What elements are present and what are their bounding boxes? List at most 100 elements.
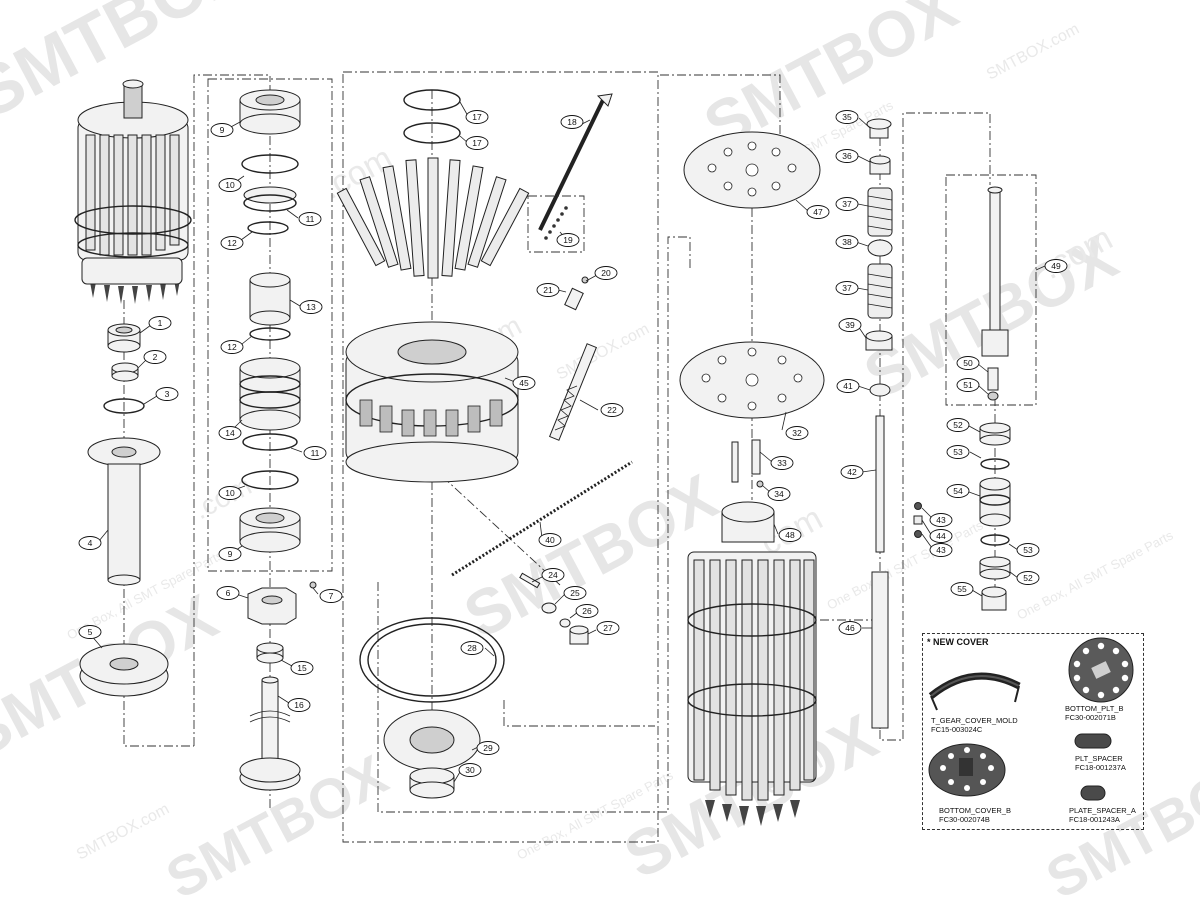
callout-22: 22 — [600, 403, 624, 417]
callout-number: 1 — [158, 318, 163, 328]
part-53-ring-bottom — [980, 534, 1010, 546]
callout-number: 9 — [228, 549, 233, 559]
callout-number: 11 — [306, 214, 315, 224]
callout-number: 37 — [842, 283, 852, 293]
part-4-housing — [87, 437, 161, 586]
callout-12: 12 — [220, 236, 244, 250]
callout-number: 37 — [842, 199, 852, 209]
callout-48: 48 — [778, 528, 802, 542]
callout-number: 11 — [311, 448, 320, 458]
callout-number: 15 — [297, 663, 307, 673]
callout-35: 35 — [835, 110, 859, 124]
callout-number: 30 — [465, 765, 475, 775]
detail-box-19 — [527, 195, 585, 253]
part-12-ring-bottom — [249, 327, 291, 341]
bottom-plt-b-label: BOTTOM_PLT_B FC30-002071B — [1065, 704, 1124, 722]
callout-number: 4 — [88, 538, 93, 548]
part-20-21-coupler — [564, 276, 589, 311]
callout-36: 36 — [835, 149, 859, 163]
part-32-plate — [679, 341, 825, 419]
callout-52: 52 — [1016, 571, 1040, 585]
part-10-ring-bottom — [241, 470, 299, 490]
callout-37: 37 — [835, 197, 859, 211]
callout-number: 33 — [777, 458, 787, 468]
part-12-ring-top — [247, 221, 289, 235]
callout-number: 53 — [1023, 545, 1033, 555]
watermark-brand-com: SMTBOX.com — [984, 21, 1082, 84]
callout-number: 24 — [548, 570, 558, 580]
callout-9: 9 — [218, 547, 242, 561]
frame-left-trace — [193, 74, 271, 746]
callout-3: 3 — [155, 387, 179, 401]
callout-number: 43 — [936, 545, 946, 555]
part-3-oring — [103, 398, 145, 414]
callout-number: 13 — [306, 302, 316, 312]
part-2-ring — [111, 362, 139, 382]
callout-52: 52 — [946, 418, 970, 432]
callout-number: 44 — [936, 531, 946, 541]
callout-number: 20 — [601, 268, 611, 278]
part-50-pin — [987, 367, 999, 391]
callout-number: 6 — [226, 588, 231, 598]
callout-number: 34 — [774, 489, 784, 499]
part-22-spring — [548, 343, 598, 441]
callout-number: 21 — [543, 285, 553, 295]
callout-number: 47 — [813, 207, 823, 217]
callout-number: 50 — [963, 358, 973, 368]
callout-9: 9 — [210, 123, 234, 137]
callout-47: 47 — [806, 205, 830, 219]
callout-28: 28 — [460, 641, 484, 655]
part-24-pin — [519, 572, 541, 589]
t-gear-cover-mold-image — [928, 672, 1021, 711]
part-11-ring-bottom — [242, 433, 298, 451]
callout-number: 51 — [963, 380, 973, 390]
part-25-washer — [541, 602, 557, 614]
callout-30: 30 — [458, 763, 482, 777]
callout-10: 10 — [218, 178, 242, 192]
frame-plate-trace — [660, 74, 781, 140]
part-9-bearing-bottom — [239, 507, 301, 553]
part-17-oring-a — [403, 89, 461, 111]
part-43-44-balls — [913, 502, 923, 538]
callout-number: 2 — [153, 352, 158, 362]
t-gear-cover-mold-label: T_GEAR_COVER_MOLD FC15-003024C — [931, 716, 1018, 734]
callout-29: 29 — [476, 741, 500, 755]
callout-49: 49 — [1044, 259, 1068, 273]
callout-41: 41 — [836, 379, 860, 393]
callout-16: 16 — [287, 698, 311, 712]
callout-14: 14 — [218, 426, 242, 440]
part-6-screw — [309, 581, 317, 589]
callout-number: 12 — [227, 342, 237, 352]
callout-10: 10 — [218, 486, 242, 500]
callout-32: 32 — [785, 426, 809, 440]
callout-number: 9 — [220, 125, 225, 135]
part-29-gear — [383, 709, 481, 771]
part-35-cap — [866, 118, 892, 139]
callout-45: 45 — [512, 376, 536, 390]
part-10-ring-top — [241, 154, 299, 174]
part-7-flange — [79, 643, 169, 697]
frame-rotor-head — [342, 71, 659, 843]
new-cover-panel: * NEW COVER — [922, 633, 1144, 830]
plate-spacer-a-label: PLATE_SPACER_A FC18-001243A — [1069, 806, 1136, 824]
part-55-sleeve — [981, 586, 1007, 611]
callout-17: 17 — [465, 110, 489, 124]
callout-13: 13 — [299, 300, 323, 314]
part-37-spring-top — [867, 187, 893, 237]
callout-6: 6 — [216, 586, 240, 600]
part-14-bearing-stack — [239, 357, 301, 431]
callout-53: 53 — [1016, 543, 1040, 557]
callout-number: 46 — [845, 623, 855, 633]
part-41-ring — [869, 383, 891, 397]
callout-number: 39 — [845, 320, 855, 330]
part-47-plate-top — [683, 131, 821, 209]
watermark-spare-parts: One Box, All SMT Spare Parts — [824, 517, 986, 612]
callout-number: 43 — [936, 515, 946, 525]
part-19-spring-detail — [544, 206, 568, 240]
callout-number: 28 — [467, 643, 477, 653]
part-49-shaft — [981, 186, 1009, 357]
callout-19: 19 — [556, 233, 580, 247]
part-1-bearing — [107, 323, 141, 353]
